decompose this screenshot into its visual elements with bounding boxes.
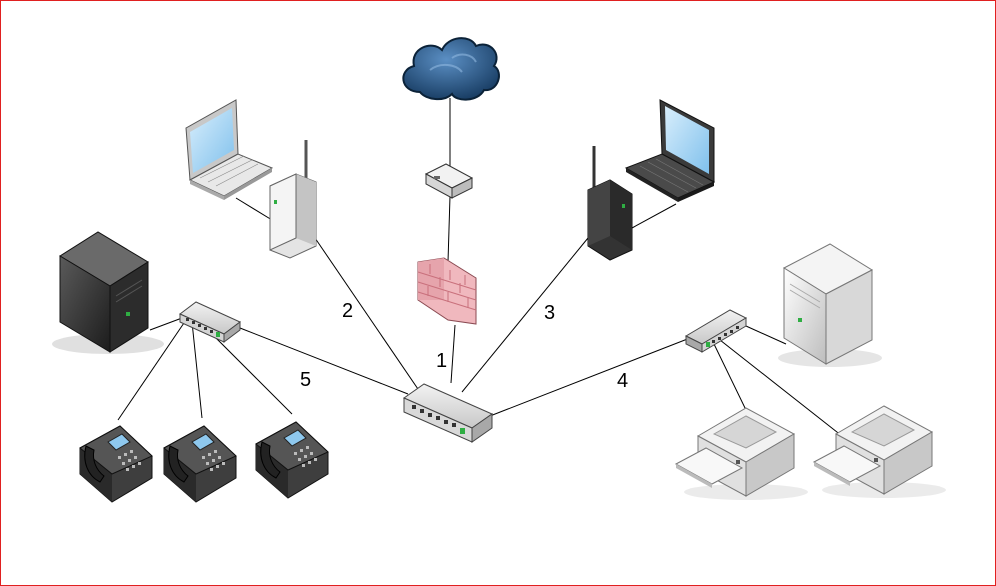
link-3 bbox=[461, 237, 589, 393]
access-point-left-icon bbox=[269, 140, 317, 259]
printer-icon bbox=[812, 405, 946, 498]
link-1 bbox=[450, 324, 456, 384]
link-label-1: 1 bbox=[436, 350, 447, 372]
firewall-icon bbox=[417, 257, 477, 325]
printer2-switch-link bbox=[719, 339, 843, 437]
link-labels: 1 2 3 4 5 bbox=[300, 300, 628, 392]
server-light-icon bbox=[778, 243, 882, 367]
ip-phone-icon bbox=[255, 421, 329, 499]
link-5 bbox=[239, 327, 409, 395]
printer-icon bbox=[674, 407, 808, 500]
laptop-right-icon bbox=[624, 99, 716, 202]
laptop-left-icon bbox=[185, 99, 274, 200]
link-label-3: 3 bbox=[544, 302, 555, 324]
core-switch-icon bbox=[402, 383, 494, 443]
cloud-icon bbox=[402, 37, 500, 101]
ip-phone-icon bbox=[163, 425, 237, 503]
link-2 bbox=[314, 237, 421, 393]
server-switch-left-link bbox=[149, 317, 183, 331]
phone2-switch-link bbox=[191, 321, 203, 419]
server-dark-icon bbox=[52, 231, 164, 354]
switch-right-icon bbox=[684, 309, 748, 353]
phone1-switch-link bbox=[117, 319, 187, 421]
router-icon bbox=[424, 163, 474, 199]
access-point-right-icon bbox=[587, 146, 633, 261]
laptop-ap-right-link bbox=[631, 203, 677, 229]
connection-lines bbox=[117, 98, 843, 437]
switch-left-icon bbox=[179, 301, 241, 343]
link-4 bbox=[489, 337, 691, 417]
laptop-ap-left-link bbox=[235, 197, 273, 221]
link-label-2: 2 bbox=[342, 300, 353, 322]
router-firewall-link bbox=[447, 195, 451, 263]
server-switch-right-link bbox=[745, 325, 787, 345]
printer1-switch-link bbox=[713, 343, 747, 411]
link-label-4: 4 bbox=[617, 370, 628, 392]
ip-phone-icon bbox=[79, 425, 153, 503]
link-label-5: 5 bbox=[300, 369, 311, 391]
